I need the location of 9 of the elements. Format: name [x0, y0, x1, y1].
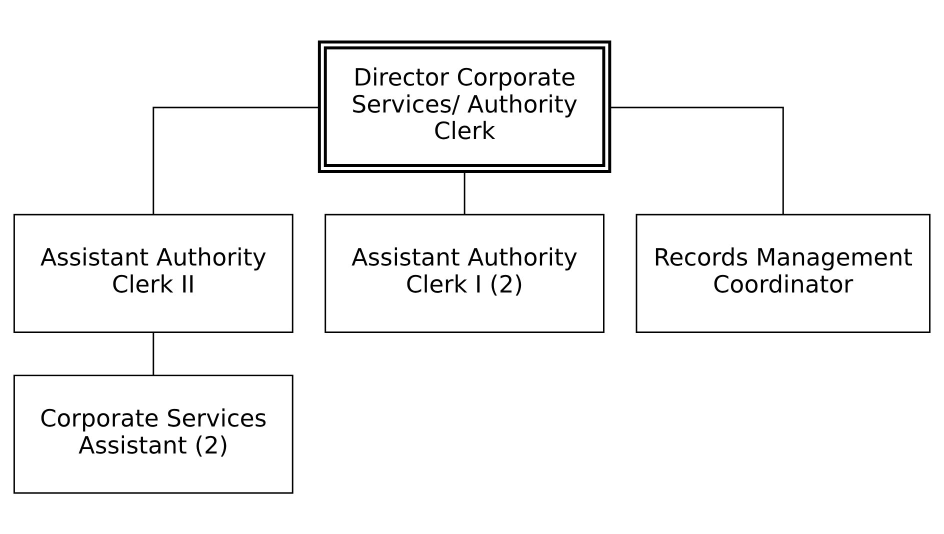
node-box: Assistant Authority Clerk I (2)	[324, 213, 604, 332]
connector	[610, 106, 784, 214]
node-box: Director Corporate Services/ Authority Clerk	[318, 40, 612, 172]
connector	[152, 332, 154, 375]
connector	[464, 171, 466, 214]
node-box: Records Management Coordinator	[636, 213, 931, 332]
node-box: Corporate Services Assistant (2)	[13, 374, 294, 494]
node-box: Assistant Authority Clerk II	[13, 213, 294, 332]
connector	[152, 106, 319, 214]
